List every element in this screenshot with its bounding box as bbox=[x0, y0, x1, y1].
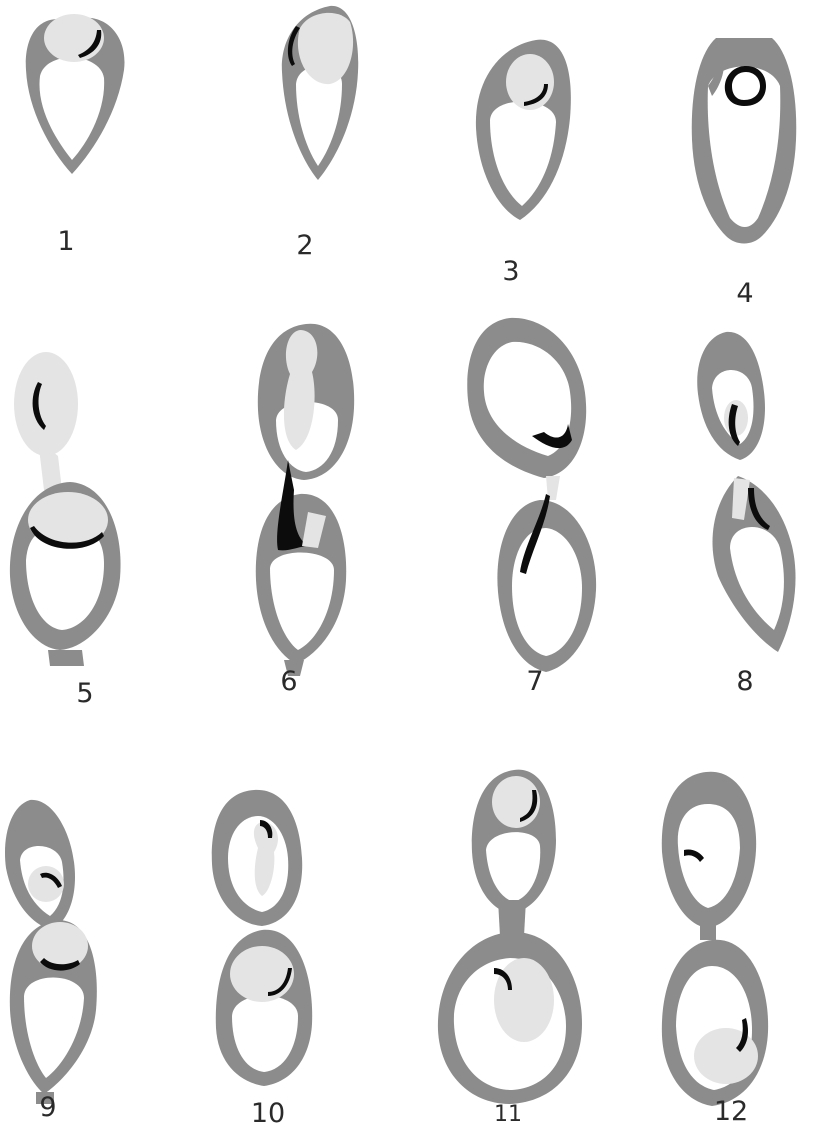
figure-2-cell bbox=[282, 6, 358, 180]
figure-1-cell bbox=[26, 14, 125, 174]
figure-7-cell bbox=[467, 318, 596, 672]
figure-9-cell bbox=[5, 800, 97, 1104]
figure-label-2: 2 bbox=[296, 232, 313, 259]
figure-label-3: 3 bbox=[502, 258, 519, 285]
figure-label-6: 6 bbox=[280, 668, 297, 695]
figure-8-cell bbox=[697, 332, 795, 652]
figure-label-8: 8 bbox=[736, 668, 753, 695]
figure-label-9: 9 bbox=[39, 1094, 56, 1121]
figure-11-cell bbox=[438, 770, 582, 1104]
figure-5-cell bbox=[10, 352, 121, 666]
figure-label-10: 10 bbox=[251, 1100, 285, 1127]
figure-label-1: 1 bbox=[57, 228, 74, 255]
figure-label-7: 7 bbox=[526, 668, 543, 695]
figure-label-11: 11 bbox=[494, 1104, 522, 1126]
figure-label-5: 5 bbox=[76, 680, 93, 707]
figure-12-cell bbox=[662, 772, 768, 1106]
figure-10-cell bbox=[212, 790, 312, 1086]
figure-4-cell bbox=[692, 38, 797, 244]
figure-label-4: 4 bbox=[736, 280, 753, 307]
figure-3-cell bbox=[476, 40, 571, 220]
figure-label-12: 12 bbox=[714, 1098, 748, 1125]
figure-6-cell bbox=[256, 324, 354, 676]
